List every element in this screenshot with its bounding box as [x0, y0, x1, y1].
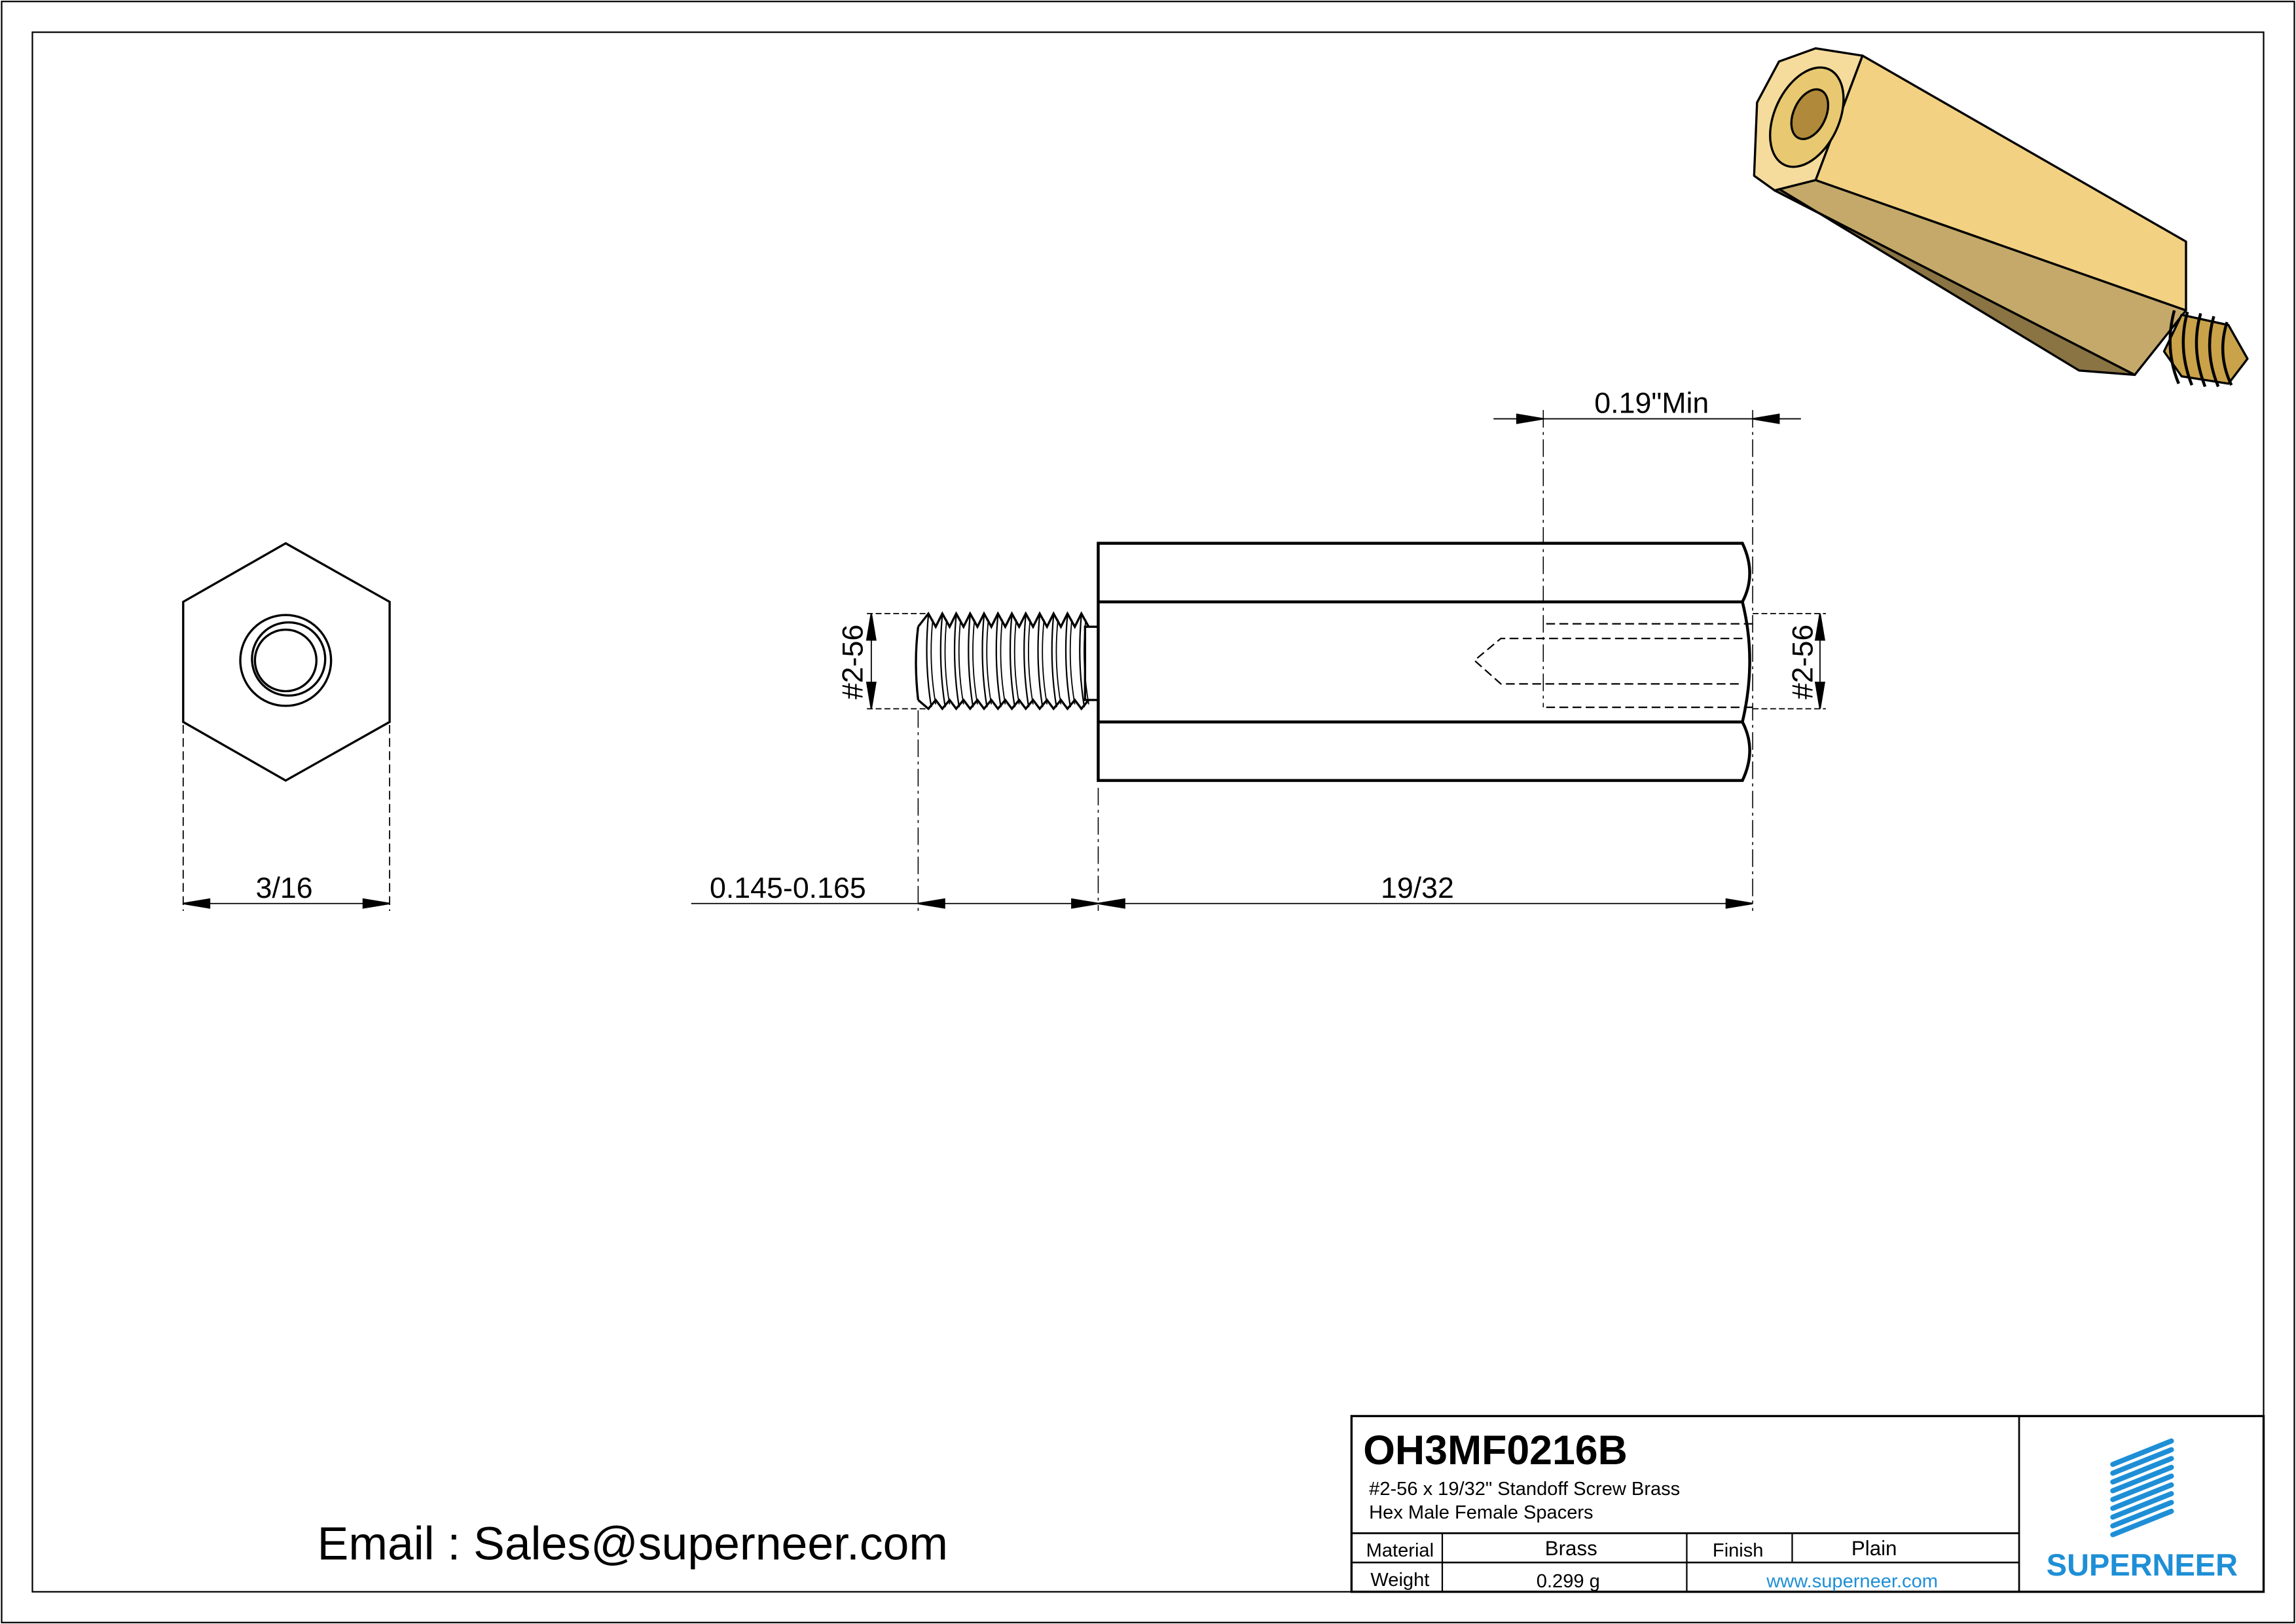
finish-value: Plain	[1851, 1537, 1897, 1560]
hole-outer	[239, 614, 333, 707]
website-link[interactable]: www.superneer.com	[1766, 1571, 1938, 1592]
thread-crest	[968, 615, 974, 708]
weight-label: Weight	[1370, 1570, 1429, 1591]
female-depth-dimension: 0.19"Min	[1594, 388, 1709, 420]
thread-root	[1000, 619, 1006, 705]
thread-root	[1055, 619, 1062, 705]
thread-crest	[995, 615, 1002, 708]
hex-end-view	[182, 542, 391, 911]
thread-end	[915, 626, 920, 701]
frame-border	[31, 31, 2265, 1593]
logo-stripe	[2110, 1438, 2174, 1467]
thread-crest	[953, 615, 960, 708]
superneer-logo-icon	[2110, 1438, 2174, 1538]
finish-label: Finish	[1713, 1540, 1764, 1561]
thread-root	[1013, 619, 1020, 705]
material-value: Brass	[1545, 1537, 1597, 1560]
thread-crest	[1065, 615, 1072, 708]
body-length-dimension: 19/32	[1381, 872, 1454, 904]
thread-root	[1042, 619, 1048, 705]
logo-stripe	[2110, 1491, 2174, 1520]
thread-crest	[1079, 615, 1085, 708]
title-block	[1350, 1414, 2265, 1593]
thread-crest	[1023, 615, 1030, 708]
thread-root	[958, 619, 964, 705]
weight-value: 0.299 g	[1537, 1571, 1600, 1592]
male-thread	[915, 611, 1100, 711]
female-thread-dimension: #2-56	[1787, 625, 1819, 699]
email-contact: Email : Sales@superneer.com	[318, 1518, 948, 1570]
logo-stripe	[2110, 1500, 2174, 1529]
thread-root	[986, 619, 993, 705]
thread-bottom-edge	[917, 698, 1090, 711]
part-number: OH3MF0216B	[1363, 1428, 1628, 1473]
logo-stripe	[2110, 1473, 2174, 1502]
logo-stripe	[2110, 1482, 2174, 1511]
thread-crest	[1009, 615, 1016, 708]
thread-3d	[2162, 310, 2249, 388]
standoff-3d-render	[1753, 47, 2249, 388]
thread-relief	[1084, 625, 1100, 701]
thread-crest	[1037, 615, 1044, 708]
thread-top-edge	[917, 611, 1090, 629]
description-line1: #2-56 x 19/32" Standoff Screw Brass	[1369, 1479, 1680, 1500]
logo-stripe	[2110, 1508, 2174, 1538]
thread-root	[1069, 619, 1076, 705]
thread-root	[1028, 619, 1034, 705]
material-label: Material	[1366, 1540, 1434, 1561]
description-line2: Hex Male Female Spacers	[1369, 1502, 1593, 1523]
side-view	[691, 410, 1826, 911]
hex-width-dimension: 3/16	[256, 872, 313, 904]
thread-crest	[939, 615, 946, 708]
thread-root	[944, 619, 951, 705]
thread-crest	[926, 615, 932, 708]
logo-text: SUPERNEER	[2047, 1547, 2238, 1582]
thread-length-dimension: 0.145-0.165	[710, 872, 866, 904]
logo-stripe	[2110, 1447, 2174, 1476]
thread-crest	[981, 615, 988, 708]
male-thread-dimension: #2-56	[837, 625, 869, 699]
thread-root	[972, 619, 978, 705]
logo-stripe	[2110, 1464, 2174, 1494]
thread-root	[930, 619, 937, 705]
thread-crest	[1051, 615, 1057, 708]
logo-stripe	[2110, 1456, 2174, 1485]
